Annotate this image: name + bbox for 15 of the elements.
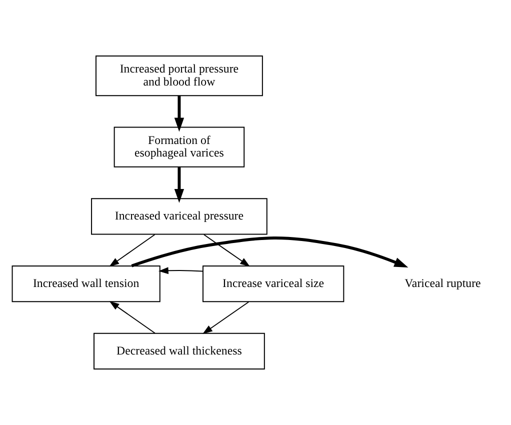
node-box: Formation of esophageal varices: [114, 126, 245, 168]
node-text: Variceal rupture: [404, 276, 481, 290]
arrow: [203, 234, 250, 267]
node-box: Increase variceal size: [202, 266, 344, 302]
arrow: [158, 267, 204, 274]
arrow: [131, 236, 408, 268]
arrow: [174, 167, 184, 203]
node-box: Increased wall tension: [12, 266, 160, 302]
node-box: Increased variceal pressure: [91, 198, 268, 235]
arrow: [109, 234, 156, 267]
node-box: Decreased wall thickeness: [94, 332, 265, 370]
node-box: Increased portal pressure and blood flow: [96, 55, 263, 96]
arrow: [174, 96, 184, 132]
arrow: [202, 302, 250, 334]
arrow: [109, 301, 156, 334]
